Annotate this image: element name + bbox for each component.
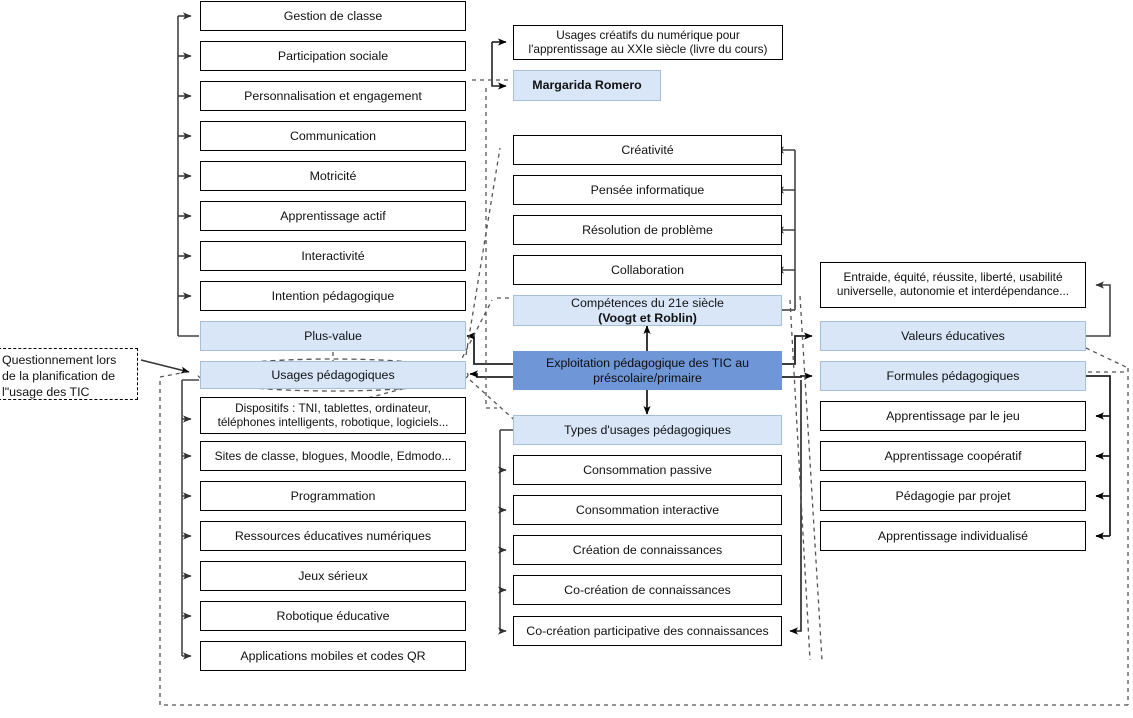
box-interactivite[interactable]: Interactivité (200, 241, 466, 271)
box-robotique-educative[interactable]: Robotique éducative (200, 601, 466, 631)
box-margarida-romero[interactable]: Margarida Romero (513, 70, 661, 101)
box-label-line2: (Voogt et Roblin) (598, 310, 697, 325)
box-label: Communication (289, 128, 377, 143)
box-label: Interactivité (301, 248, 365, 263)
box-co-creation-participative[interactable]: Co-création participative des connaissan… (513, 616, 782, 646)
box-creation-de-connaissances[interactable]: Création de connaissances (513, 535, 782, 565)
box-label: Jeux sérieux (298, 568, 368, 583)
box-label: Pédagogie par projet (895, 488, 1011, 503)
box-label: Valeurs éducatives (901, 328, 1005, 343)
box-label: Personnalisation et engagement (244, 88, 422, 103)
box-label: Co-création participative des connaissan… (526, 623, 769, 638)
box-collaboration[interactable]: Collaboration (513, 255, 782, 285)
box-label: Usages créatifs du numérique pour l'appr… (528, 27, 768, 56)
box-label: Programmation (290, 488, 376, 503)
box-ressources-educatives-numeriques[interactable]: Ressources éducatives numériques (200, 521, 466, 551)
box-intention-pedagogique[interactable]: Intention pédagogique (200, 281, 466, 311)
box-personnalisation-et-engagement[interactable]: Personnalisation et engagement (200, 81, 466, 111)
box-label: Apprentissage actif (280, 208, 386, 223)
box-communication[interactable]: Communication (200, 121, 466, 151)
box-participation-sociale[interactable]: Participation sociale (200, 41, 466, 71)
box-gestion-de-classe[interactable]: Gestion de classe (200, 1, 466, 31)
box-sites-de-classe[interactable]: Sites de classe, blogues, Moodle, Edmodo… (200, 441, 466, 471)
box-label: Création de connaissances (572, 542, 723, 557)
box-label: Robotique éducative (276, 608, 390, 623)
box-label: Pensée informatique (590, 182, 705, 197)
box-competences-21e-siecle[interactable]: Compétences du 21e siècle (Voogt et Robl… (513, 295, 782, 326)
box-usages-pedagogiques[interactable]: Usages pédagogiques (200, 361, 466, 389)
box-valeurs-educatives[interactable]: Valeurs éducatives (820, 321, 1086, 351)
box-co-creation-de-connaissances[interactable]: Co-création de connaissances (513, 575, 782, 605)
box-plus-value[interactable]: Plus-value (200, 321, 466, 351)
box-label: Applications mobiles et codes QR (240, 648, 426, 663)
box-apprentissage-par-le-jeu[interactable]: Apprentissage par le jeu (820, 401, 1086, 431)
box-label-line1: Compétences du 21e siècle (571, 295, 724, 310)
box-label: Dispositifs : TNI, tablettes, ordinateur… (217, 400, 449, 429)
box-entraide-equite-valeurs-detail[interactable]: Entraide, équité, réussite, liberté, usa… (820, 262, 1086, 308)
box-types-usages-pedagogiques[interactable]: Types d'usages pédagogiques (513, 415, 782, 445)
box-label: Collaboration (610, 262, 684, 277)
box-label: Co-création de connaissances (564, 582, 731, 597)
box-label: Types d'usages pédagogiques (563, 422, 731, 437)
box-label-line2: préscolaire/primaire (593, 370, 702, 385)
box-label: Résolution de problème (582, 222, 713, 237)
box-label: Entraide, équité, réussite, liberté, usa… (836, 270, 1070, 298)
box-apprentissage-actif[interactable]: Apprentissage actif (200, 201, 466, 231)
box-pensee-informatique[interactable]: Pensée informatique (513, 175, 782, 205)
box-label: Créativité (621, 142, 674, 157)
box-label: Consommation passive (583, 462, 712, 477)
box-programmation[interactable]: Programmation (200, 481, 466, 511)
box-apprentissage-cooperatif[interactable]: Apprentissage coopératif (820, 441, 1086, 471)
box-apprentissage-individualise[interactable]: Apprentissage individualisé (820, 521, 1086, 551)
box-creativite[interactable]: Créativité (513, 135, 782, 165)
box-pedagogie-par-projet[interactable]: Pédagogie par projet (820, 481, 1086, 511)
box-jeux-serieux[interactable]: Jeux sérieux (200, 561, 466, 591)
box-label: Apprentissage individualisé (877, 528, 1029, 543)
box-label: Intention pédagogique (271, 288, 395, 303)
box-label: Sites de classe, blogues, Moodle, Edmodo… (214, 448, 452, 463)
box-label: Participation sociale (277, 48, 389, 63)
box-label: Ressources éducatives numériques (234, 528, 432, 543)
note-questionnement: Questionnement lors de la planification … (0, 348, 138, 400)
box-label: Apprentissage par le jeu (886, 408, 1020, 423)
box-resolution-de-probleme[interactable]: Résolution de problème (513, 215, 782, 245)
box-label-line1: Exploitation pédagogique des TIC au (546, 355, 749, 370)
box-label: Usages pédagogiques (271, 367, 395, 382)
box-livre-usages-creatifs[interactable]: Usages créatifs du numérique pour l'appr… (513, 25, 783, 60)
box-label: Margarida Romero (532, 78, 642, 93)
box-label: Apprentissage coopératif (884, 448, 1022, 463)
box-applications-mobiles-codes-qr[interactable]: Applications mobiles et codes QR (200, 641, 466, 671)
note-label: Questionnement lors de la planification … (2, 353, 117, 399)
box-formules-pedagogiques[interactable]: Formules pédagogiques (820, 361, 1086, 391)
box-label: Plus-value (304, 328, 362, 343)
box-label: Formules pédagogiques (886, 368, 1020, 383)
box-exploitation-pedagogique-tic[interactable]: Exploitation pédagogique des TIC au prés… (513, 351, 782, 390)
box-dispositifs[interactable]: Dispositifs : TNI, tablettes, ordinateur… (200, 397, 466, 434)
box-motricite[interactable]: Motricité (200, 161, 466, 191)
box-label: Motricité (309, 168, 357, 183)
box-label: Gestion de classe (283, 8, 383, 23)
box-consommation-passive[interactable]: Consommation passive (513, 455, 782, 485)
box-label: Consommation interactive (575, 502, 720, 517)
box-consommation-interactive[interactable]: Consommation interactive (513, 495, 782, 525)
